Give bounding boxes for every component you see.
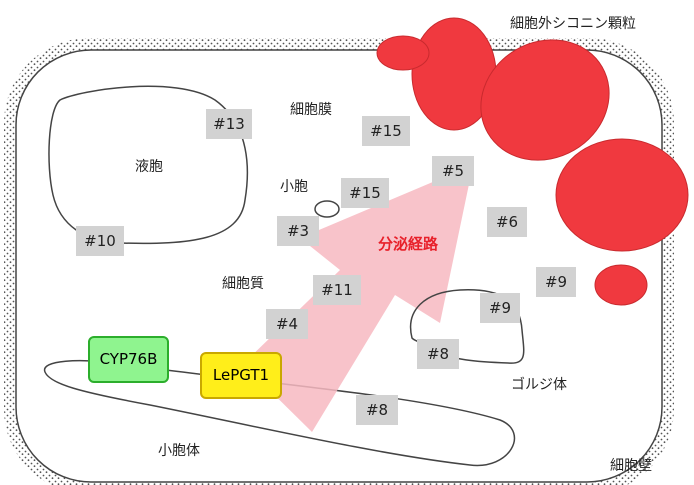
tag-8-er: #8 bbox=[356, 395, 398, 425]
tag-15-vesicle: #15 bbox=[341, 178, 389, 208]
tag-4: #4 bbox=[266, 309, 308, 339]
label-vacuole: 液胞 bbox=[135, 159, 163, 175]
tag-9-golgi: #9 bbox=[480, 293, 520, 323]
tag-11: #11 bbox=[313, 275, 361, 305]
vacuole-shape bbox=[48, 85, 249, 245]
tag-15-membrane: #15 bbox=[362, 116, 410, 146]
granule-3 bbox=[555, 138, 689, 252]
gene-lepgt1: LePGT1 bbox=[200, 352, 282, 399]
tag-5: #5 bbox=[432, 156, 474, 186]
label-secretory-pathway: 分泌経路 bbox=[378, 235, 439, 253]
gene-cyp76b: CYP76B bbox=[88, 336, 169, 383]
label-plasma-membrane: 細胞膜 bbox=[290, 102, 332, 118]
label-golgi: ゴルジ体 bbox=[511, 377, 567, 393]
tag-9-wall: #9 bbox=[536, 267, 576, 297]
granule-5 bbox=[376, 35, 430, 71]
granule-4 bbox=[594, 264, 648, 306]
vesicle-shape bbox=[314, 200, 340, 218]
tag-8-golgi: #8 bbox=[417, 339, 459, 369]
tag-6: #6 bbox=[487, 207, 527, 237]
label-vesicle: 小胞 bbox=[280, 179, 308, 195]
label-secreted-granules: 細胞外シコニン顆粒 bbox=[510, 16, 636, 32]
label-cell-wall: 細胞壁 bbox=[610, 458, 652, 474]
label-er: 小胞体 bbox=[158, 443, 200, 459]
tag-10: #10 bbox=[76, 226, 124, 256]
tag-3: #3 bbox=[277, 216, 319, 246]
granule-2 bbox=[480, 39, 610, 161]
tag-13: #13 bbox=[206, 109, 252, 139]
label-cytoplasm: 細胞質 bbox=[222, 276, 264, 292]
